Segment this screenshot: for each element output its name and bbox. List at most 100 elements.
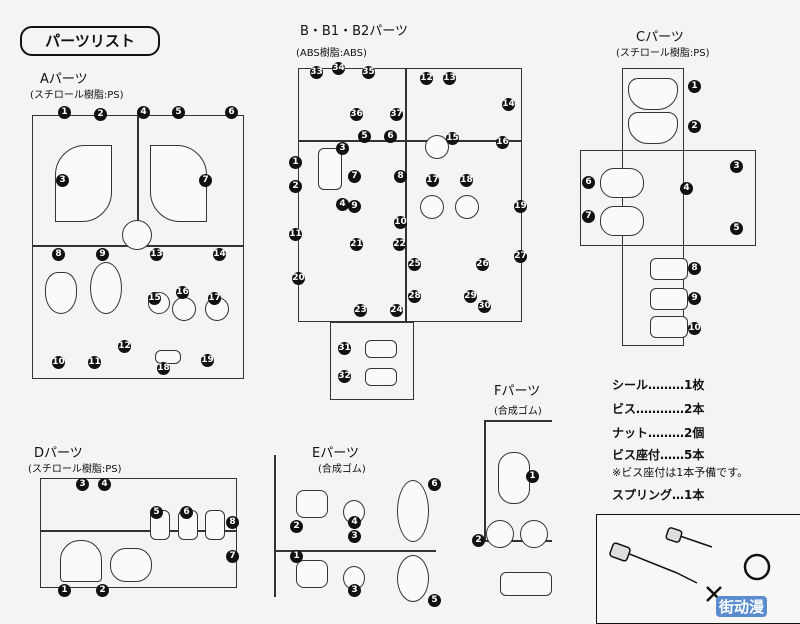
part-number: 6 xyxy=(384,130,397,143)
part-number: 17 xyxy=(426,174,439,187)
part-number: 32 xyxy=(338,370,351,383)
part-number: 33 xyxy=(310,66,323,79)
part-number: 18 xyxy=(460,174,473,187)
part-number: 22 xyxy=(393,238,406,251)
list-item-screw: ビス…………2本 xyxy=(612,402,705,416)
part-number: 20 xyxy=(292,272,305,285)
part-number: 14 xyxy=(213,248,226,261)
part-number: 7 xyxy=(226,550,239,563)
part-number: 3 xyxy=(348,584,361,597)
part-number: 1 xyxy=(58,106,71,119)
part-number: 2 xyxy=(688,120,701,133)
section-a-material: (スチロール樹脂:PS) xyxy=(30,90,124,101)
list-item-spring: スプリング…1本 xyxy=(612,488,705,502)
circle-mark-icon xyxy=(743,553,771,581)
watermark: 街动漫 xyxy=(716,596,768,617)
part-number: 14 xyxy=(502,98,515,111)
screw-guide-inset xyxy=(596,514,800,624)
part-number: 15 xyxy=(148,292,161,305)
page-title: パーツリスト xyxy=(20,26,160,56)
part-number: 13 xyxy=(150,248,163,261)
part-number: 3 xyxy=(76,478,89,491)
part-number: 1 xyxy=(688,80,701,93)
part-number: 7 xyxy=(582,210,595,223)
part-number: 29 xyxy=(464,290,477,303)
section-a-label: Aパーツ xyxy=(40,72,88,87)
part-number: 5 xyxy=(358,130,371,143)
part-number: 8 xyxy=(52,248,65,261)
part-number: 11 xyxy=(289,228,302,241)
part-number: 8 xyxy=(394,170,407,183)
part-number: 5 xyxy=(730,222,743,235)
part-number: 10 xyxy=(52,356,65,369)
part-number: 24 xyxy=(390,304,403,317)
list-note: ※ビス座付は1本予備です。 xyxy=(612,466,749,479)
part-number: 36 xyxy=(350,108,363,121)
part-number: 26 xyxy=(476,258,489,271)
part-number: 23 xyxy=(354,304,367,317)
section-d-material: (スチロール樹脂:PS) xyxy=(28,464,122,475)
part-number: 9 xyxy=(348,200,361,213)
part-number: 4 xyxy=(348,516,361,529)
part-number: 3 xyxy=(348,530,361,543)
part-number: 19 xyxy=(201,354,214,367)
part-number: 5 xyxy=(172,106,185,119)
part-number: 2 xyxy=(472,534,485,547)
part-number: 19 xyxy=(514,200,527,213)
part-number: 2 xyxy=(96,584,109,597)
section-d-label: Dパーツ xyxy=(34,446,83,461)
part-number: 10 xyxy=(394,216,407,229)
part-number: 10 xyxy=(688,322,701,335)
section-f-label: Fパーツ xyxy=(494,384,541,399)
list-item-washer-screw: ビス座付……5本 xyxy=(612,448,705,462)
part-number: 6 xyxy=(428,478,441,491)
part-number: 15 xyxy=(446,132,459,145)
part-number: 7 xyxy=(348,170,361,183)
part-number: 37 xyxy=(390,108,403,121)
part-number: 27 xyxy=(514,250,527,263)
part-number: 1 xyxy=(290,550,303,563)
part-number: 35 xyxy=(362,66,375,79)
part-number: 18 xyxy=(157,362,170,375)
part-number: 12 xyxy=(420,72,433,85)
section-e-label: Eパーツ xyxy=(312,446,359,461)
part-number: 17 xyxy=(208,292,221,305)
part-number: 3 xyxy=(56,174,69,187)
part-number: 16 xyxy=(176,286,189,299)
section-e-material: (合成ゴム) xyxy=(318,464,366,475)
part-number: 28 xyxy=(408,290,421,303)
part-number: 7 xyxy=(199,174,212,187)
part-number: 5 xyxy=(428,594,441,607)
section-c-label: Cパーツ xyxy=(636,30,684,45)
part-number: 31 xyxy=(338,342,351,355)
part-number: 25 xyxy=(408,258,421,271)
part-number: 4 xyxy=(137,106,150,119)
list-item-nut: ナット………2個 xyxy=(612,426,705,440)
part-number: 2 xyxy=(94,108,107,121)
part-number: 12 xyxy=(118,340,131,353)
section-b-material: (ABS樹脂:ABS) xyxy=(296,48,367,59)
part-number: 2 xyxy=(290,520,303,533)
part-number: 34 xyxy=(332,62,345,75)
section-c-material: (スチロール樹脂:PS) xyxy=(616,48,710,59)
part-number: 6 xyxy=(582,176,595,189)
part-number: 1 xyxy=(289,156,302,169)
part-number: 3 xyxy=(336,142,349,155)
section-f-material: (合成ゴム) xyxy=(494,406,542,417)
part-number: 3 xyxy=(730,160,743,173)
part-number: 5 xyxy=(150,506,163,519)
list-item-seal: シール………1枚 xyxy=(612,378,705,392)
part-number: 1 xyxy=(58,584,71,597)
section-b-label: B・B1・B2パーツ xyxy=(300,24,409,39)
part-number: 4 xyxy=(98,478,111,491)
part-number: 11 xyxy=(88,356,101,369)
part-number: 8 xyxy=(688,262,701,275)
part-number: 16 xyxy=(496,136,509,149)
part-number: 9 xyxy=(688,292,701,305)
part-number: 6 xyxy=(225,106,238,119)
part-number: 21 xyxy=(350,238,363,251)
part-number: 4 xyxy=(336,198,349,211)
part-number: 9 xyxy=(96,248,109,261)
part-number: 4 xyxy=(680,182,693,195)
part-number: 30 xyxy=(478,300,491,313)
